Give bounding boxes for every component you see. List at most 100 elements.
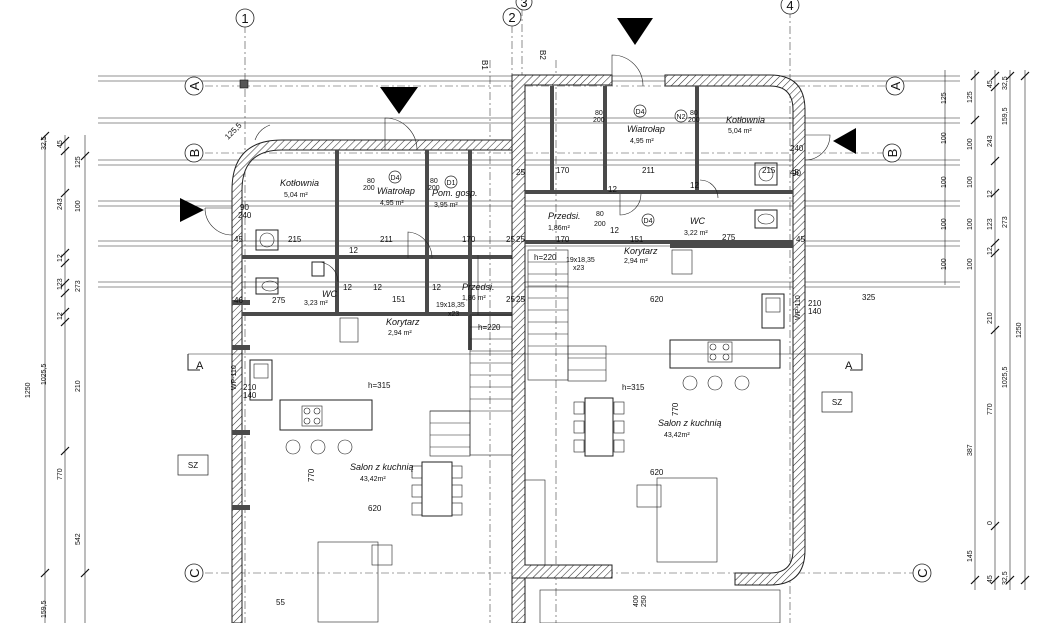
svg-text:151: 151 xyxy=(630,235,644,244)
section-line-a: A A xyxy=(187,353,863,372)
svg-text:240: 240 xyxy=(238,211,252,220)
left-unit-walls xyxy=(231,74,526,623)
reference-marker xyxy=(239,79,249,89)
room-label-right-salon: Salon z kuchnią 43,42m² xyxy=(658,418,722,439)
svg-text:1250: 1250 xyxy=(25,382,32,398)
svg-text:210: 210 xyxy=(75,380,82,392)
svg-text:45: 45 xyxy=(796,235,805,244)
svg-text:45: 45 xyxy=(987,575,994,583)
svg-text:140: 140 xyxy=(243,391,257,400)
axis-bubble-4: 4 xyxy=(780,0,800,15)
svg-text:12: 12 xyxy=(57,254,64,262)
svg-text:200: 200 xyxy=(363,185,375,192)
svg-text:100: 100 xyxy=(941,218,948,230)
svg-text:211: 211 xyxy=(642,166,655,175)
axis-bubble-2: 2 xyxy=(502,7,522,27)
svg-text:Przedsi.: Przedsi. xyxy=(462,282,495,292)
svg-text:210: 210 xyxy=(987,312,994,324)
svg-text:45: 45 xyxy=(987,80,994,88)
svg-text:100: 100 xyxy=(967,258,974,270)
svg-text:45: 45 xyxy=(234,235,243,244)
svg-text:151: 151 xyxy=(392,295,406,304)
sz-tag-left: SZ xyxy=(177,454,209,476)
svg-text:210: 210 xyxy=(808,299,822,308)
svg-text:12: 12 xyxy=(349,246,358,255)
svg-text:80: 80 xyxy=(690,110,698,117)
doors xyxy=(204,54,831,283)
axis-bubble-b-right: B xyxy=(882,143,902,163)
svg-text:32,5: 32,5 xyxy=(1002,571,1009,585)
svg-text:D4: D4 xyxy=(391,175,400,182)
svg-text:100: 100 xyxy=(941,132,948,144)
svg-text:Wiatrołap: Wiatrołap xyxy=(627,124,665,134)
svg-text:h=315: h=315 xyxy=(622,383,645,392)
svg-text:200: 200 xyxy=(688,117,700,124)
svg-text:243: 243 xyxy=(987,135,994,147)
svg-text:Kotłownia: Kotłownia xyxy=(726,115,765,125)
svg-text:80: 80 xyxy=(430,178,438,185)
svg-text:32,5: 32,5 xyxy=(1002,76,1009,90)
svg-text:80: 80 xyxy=(595,110,603,117)
svg-text:WC: WC xyxy=(322,289,337,299)
door-tag-right-3: D4 80 200 xyxy=(594,211,655,228)
svg-text:12: 12 xyxy=(690,181,699,190)
svg-text:159,5: 159,5 xyxy=(1002,107,1009,125)
svg-text:WP-110: WP-110 xyxy=(795,295,802,320)
svg-text:43,42m²: 43,42m² xyxy=(664,432,690,439)
svg-text:Salon z kuchnią: Salon z kuchnią xyxy=(658,418,722,428)
svg-text:90: 90 xyxy=(240,203,249,212)
svg-text:210: 210 xyxy=(243,383,257,392)
svg-text:125: 125 xyxy=(967,91,974,103)
svg-text:620: 620 xyxy=(650,468,664,477)
axis-bubble-a-right: A xyxy=(885,76,905,96)
svg-text:SZ: SZ xyxy=(188,461,198,470)
svg-text:125: 125 xyxy=(941,92,948,104)
svg-text:770: 770 xyxy=(987,403,994,415)
svg-text:12: 12 xyxy=(373,283,382,292)
svg-text:SZ: SZ xyxy=(832,398,842,407)
svg-text:100: 100 xyxy=(75,200,82,212)
left-dimension-chain: 32,5 45 125 243 100 12 273 123 12 210 77… xyxy=(25,131,90,623)
svg-text:125,5: 125,5 xyxy=(223,121,244,142)
entrance-arrow-left-top xyxy=(380,87,418,114)
svg-text:2,94 m²: 2,94 m² xyxy=(624,258,648,265)
axis-bubble-c-left: C xyxy=(184,563,204,583)
door-tag-left-1: D4 80 200 xyxy=(363,170,402,192)
svg-text:125: 125 xyxy=(75,156,82,168)
svg-text:211: 211 xyxy=(380,235,393,244)
sz-tag-right: SZ xyxy=(821,391,853,413)
svg-text:12: 12 xyxy=(57,312,64,320)
svg-text:Wiatrołap: Wiatrołap xyxy=(377,186,415,196)
svg-text:25: 25 xyxy=(516,235,525,244)
room-label-right-przedsionek: Przedsi. 1,86m² xyxy=(548,211,581,232)
room-label-left-korytarz: Korytarz 2,94 m² xyxy=(386,317,420,337)
svg-text:h=220: h=220 xyxy=(478,323,501,332)
svg-text:100: 100 xyxy=(941,258,948,270)
svg-text:0: 0 xyxy=(987,521,994,525)
axis-label-b1: B1 xyxy=(480,60,489,70)
svg-text:387: 387 xyxy=(967,444,974,456)
svg-text:620: 620 xyxy=(368,504,382,513)
svg-text:200: 200 xyxy=(594,221,606,228)
entrance-arrow-right-top xyxy=(617,18,653,45)
svg-text:Pom. gosp.: Pom. gosp. xyxy=(432,188,478,198)
svg-text:5,04 m²: 5,04 m² xyxy=(728,128,752,135)
svg-text:200: 200 xyxy=(593,117,605,124)
svg-text:240: 240 xyxy=(790,144,804,153)
right-fixtures xyxy=(524,162,785,623)
right-stairs xyxy=(527,249,607,382)
svg-text:250: 250 xyxy=(641,595,648,607)
svg-text:273: 273 xyxy=(75,280,82,292)
svg-text:12: 12 xyxy=(343,283,352,292)
svg-text:2,94 m²: 2,94 m² xyxy=(388,330,412,337)
svg-text:3,95 m²: 3,95 m² xyxy=(434,202,458,209)
room-label-right-korytarz: Korytarz 2,94 m² xyxy=(624,246,658,265)
svg-text:45: 45 xyxy=(790,168,799,177)
svg-text:123: 123 xyxy=(987,218,994,230)
svg-text:32,5: 32,5 xyxy=(41,136,48,150)
svg-text:4: 4 xyxy=(786,0,793,13)
svg-text:45: 45 xyxy=(57,140,64,148)
svg-text:12: 12 xyxy=(987,247,994,255)
room-label-left-wiatrolap: Wiatrołap 4,95 m² xyxy=(377,186,415,207)
svg-text:159,5: 159,5 xyxy=(41,600,48,618)
